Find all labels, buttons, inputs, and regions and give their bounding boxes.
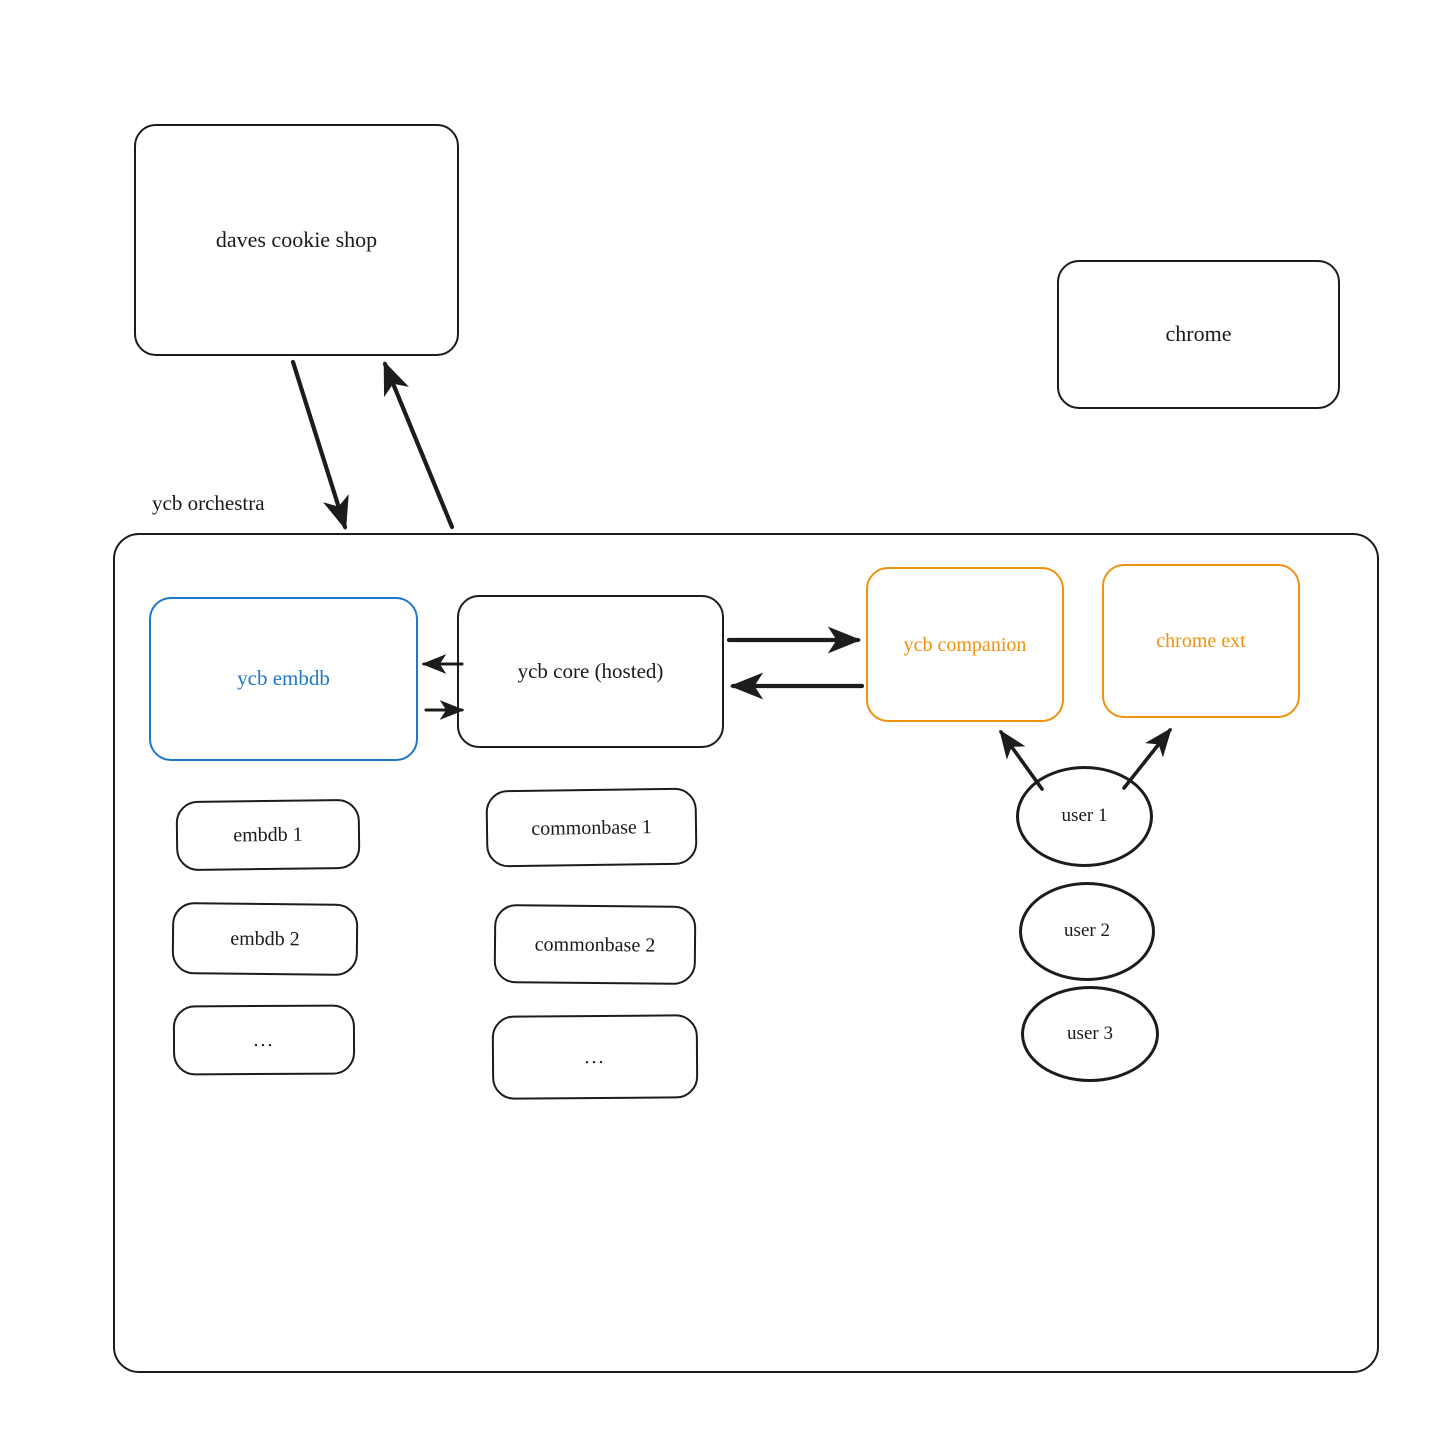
node-user-3[interactable]: user 3	[1021, 986, 1159, 1082]
node-commonbase-2[interactable]: commonbase 2	[493, 904, 697, 985]
node-chrome[interactable]: chrome	[1057, 260, 1340, 409]
node-commonbase-1[interactable]: commonbase 1	[485, 787, 698, 868]
node-embdb-2[interactable]: embdb 2	[171, 902, 359, 976]
node-label: commonbase 2	[534, 932, 656, 957]
node-embdb-1[interactable]: embdb 1	[175, 798, 361, 872]
node-embdb-more[interactable]: ...	[172, 1004, 356, 1076]
node-commonbase-more[interactable]: ...	[491, 1014, 699, 1100]
node-chrome-ext[interactable]: chrome ext	[1102, 564, 1300, 718]
node-user-2[interactable]: user 2	[1019, 882, 1155, 981]
node-ycb-embdb[interactable]: ycb embdb	[149, 597, 418, 761]
node-label: daves cookie shop	[215, 226, 378, 252]
node-label: ycb core (hosted)	[517, 658, 664, 683]
node-ycb-companion[interactable]: ycb companion	[866, 567, 1064, 722]
node-label: chrome ext	[1156, 630, 1246, 652]
node-label: user 2	[1064, 920, 1110, 942]
edge-shop-to-orchestra	[290, 359, 349, 531]
node-label: chrome	[1165, 321, 1232, 347]
node-label: embdb 1	[233, 823, 303, 847]
node-label: embdb 2	[230, 927, 300, 951]
edge-orchestra-to-shop	[382, 360, 455, 530]
node-label: ycb companion	[903, 633, 1027, 656]
node-label: user 1	[1061, 805, 1108, 827]
node-label: ...	[584, 1045, 606, 1069]
node-label: ...	[253, 1028, 275, 1052]
container-label-ycb-orchestra: ycb orchestra	[152, 491, 265, 515]
node-daves-cookie-shop[interactable]: daves cookie shop	[134, 124, 459, 356]
node-ycb-core[interactable]: ycb core (hosted)	[457, 595, 724, 748]
node-label: user 3	[1067, 1022, 1113, 1044]
node-label: commonbase 1	[531, 815, 652, 840]
node-label: ycb embdb	[237, 666, 330, 691]
node-user-1[interactable]: user 1	[1016, 766, 1153, 867]
